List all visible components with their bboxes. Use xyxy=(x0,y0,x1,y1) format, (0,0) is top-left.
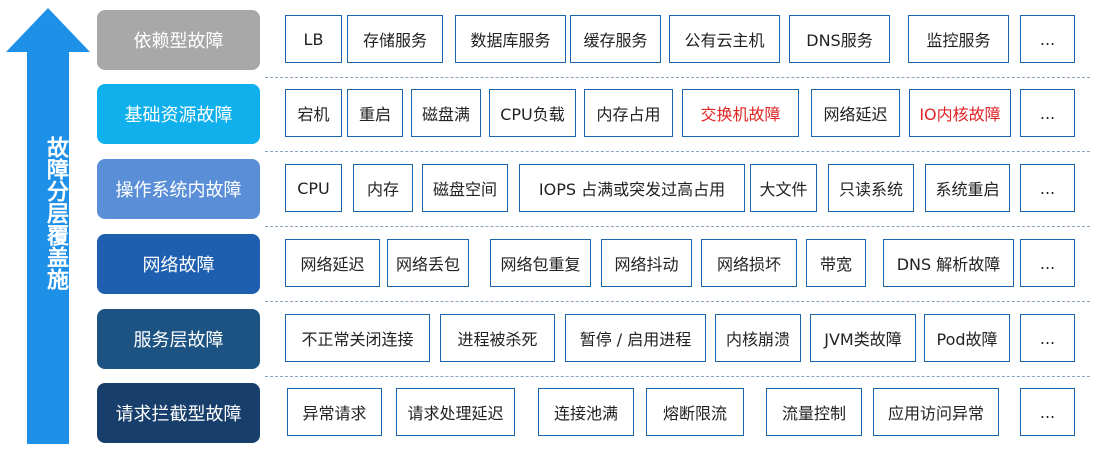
more-items: ... xyxy=(1020,388,1075,436)
fault-item: IOPS 占满或突发过高占用 xyxy=(519,164,745,212)
arrow-head xyxy=(6,8,90,52)
fault-item: 不正常关闭连接 xyxy=(285,314,430,362)
row-divider xyxy=(265,77,1090,78)
fault-item: 内核崩溃 xyxy=(715,314,801,362)
fault-item: 存储服务 xyxy=(347,15,443,63)
layer-category: 请求拦截型故障 xyxy=(97,383,260,443)
layer-category: 依赖型故障 xyxy=(97,10,260,70)
fault-item: 重启 xyxy=(347,89,403,137)
fault-item: DNS 解析故障 xyxy=(883,239,1014,287)
row-divider xyxy=(265,376,1090,377)
layer-row: 网络故障网络延迟网络丢包网络包重复网络抖动网络损坏带宽 DNS 解析故障... xyxy=(97,234,1087,294)
side-label: 故障分层覆盖施 xyxy=(43,136,68,290)
fault-item: 请求处理延迟 xyxy=(396,388,515,436)
fault-item: 异常请求 xyxy=(287,388,382,436)
fault-item: 网络抖动 xyxy=(601,239,692,287)
fault-item: DNS服务 xyxy=(789,15,890,63)
more-items: ... xyxy=(1020,89,1075,137)
fault-item: 流量控制 xyxy=(766,388,862,436)
fault-item: 宕机 xyxy=(285,89,342,137)
layer-row: 请求拦截型故障异常请求请求处理延迟连接池满熔断限流流量控制应用访问异常... xyxy=(97,383,1087,443)
row-divider xyxy=(265,226,1090,227)
fault-item: 交换机故障 xyxy=(682,89,799,137)
fault-item: 监控服务 xyxy=(908,15,1009,63)
fault-item: 只读系统 xyxy=(828,164,914,212)
fault-item: IO内核故障 xyxy=(909,89,1011,137)
fault-item: 系统重启 xyxy=(925,164,1010,212)
fault-item: 网络丢包 xyxy=(387,239,469,287)
row-divider xyxy=(265,151,1090,152)
fault-item: 熔断限流 xyxy=(646,388,744,436)
fault-item: 磁盘空间 xyxy=(422,164,508,212)
fault-item: 缓存服务 xyxy=(570,15,661,63)
layer-category: 操作系统内故障 xyxy=(97,159,260,219)
more-items: ... xyxy=(1020,239,1075,287)
fault-item: 连接池满 xyxy=(538,388,634,436)
fault-item: CPU负载 xyxy=(489,89,576,137)
layer-category: 网络故障 xyxy=(97,234,260,294)
fault-item: 网络延迟 xyxy=(811,89,900,137)
fault-item: 内存占用 xyxy=(584,89,673,137)
arrow-shaft xyxy=(27,51,69,444)
fault-item: 内存 xyxy=(353,164,413,212)
fault-item: 公有云主机 xyxy=(669,15,780,63)
fault-item: LB xyxy=(285,15,342,63)
fault-item: 网络损坏 xyxy=(701,239,797,287)
fault-item: Pod故障 xyxy=(924,314,1010,362)
fault-item: 应用访问异常 xyxy=(873,388,999,436)
fault-item: 带宽 xyxy=(806,239,866,287)
fault-item: CPU xyxy=(285,164,342,212)
fault-item: 网络延迟 xyxy=(285,239,380,287)
fault-item: JVM类故障 xyxy=(810,314,916,362)
fault-item: 大文件 xyxy=(750,164,817,212)
fault-item: 网络包重复 xyxy=(490,239,591,287)
layer-arrow: 故障分层覆盖施 xyxy=(6,8,90,444)
more-items: ... xyxy=(1020,314,1075,362)
more-items: ... xyxy=(1020,164,1075,212)
row-divider xyxy=(265,301,1090,302)
fault-item: 暂停 / 启用进程 xyxy=(565,314,706,362)
more-items: ... xyxy=(1020,15,1075,63)
layer-category: 服务层故障 xyxy=(97,309,260,369)
fault-item: 进程被杀死 xyxy=(440,314,555,362)
fault-item: 磁盘满 xyxy=(411,89,481,137)
fault-item: 数据库服务 xyxy=(455,15,566,63)
layer-category: 基础资源故障 xyxy=(97,84,260,144)
